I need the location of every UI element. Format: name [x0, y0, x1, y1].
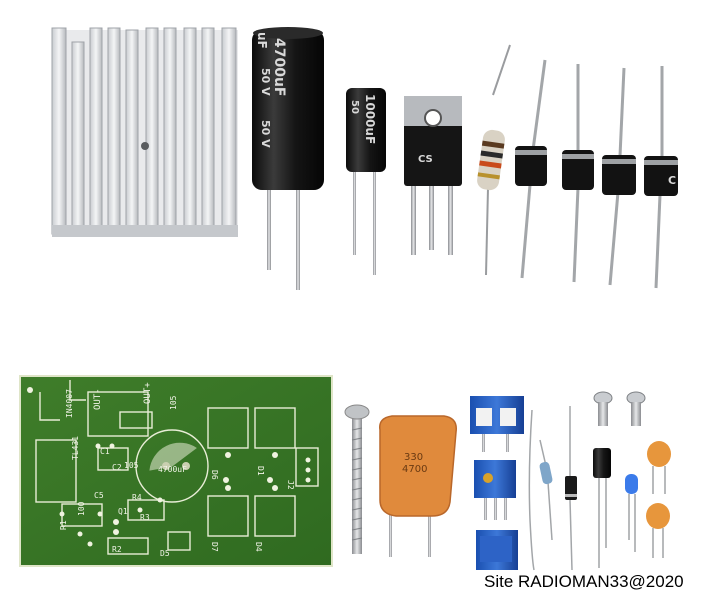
heatsink [51, 27, 238, 237]
varistor: 330 4700 [379, 415, 457, 557]
pcb-label-out: OUT- [93, 388, 103, 410]
pcb-label-d1: D1 [256, 466, 265, 476]
trimmer-potentiometer-2 [476, 530, 518, 570]
cap-medium-label: 1000uF [363, 94, 377, 144]
pcb-label-tl431: TL431 [71, 436, 80, 460]
pcb-label-c5: C5 [94, 491, 104, 500]
cap-large-voltage: 50 V [259, 68, 272, 96]
cap-large-label: 4700uF [271, 38, 287, 97]
small-capacitor [593, 448, 611, 568]
power-resistor [477, 44, 511, 276]
varistor-marking-2: 4700 [402, 464, 427, 475]
pcb-board: IN4007 OUT- OUT+ 105 4700uF D6 D1 D7 D4 … [19, 375, 333, 567]
cap-large-side-label: uF [255, 32, 269, 49]
mosfet-marking: CS [418, 154, 433, 165]
pcb-label-r4: R4 [132, 493, 142, 502]
wire-lead [528, 409, 535, 571]
terminal-block [470, 396, 524, 452]
watermark-text: Site RADIOMAN33@2020 [484, 572, 684, 591]
pcb-label-c1: C1 [100, 447, 110, 456]
long-screw [344, 404, 370, 554]
pcb-label-d5: D5 [160, 549, 170, 558]
pcb-label-q1: Q1 [118, 507, 128, 516]
pcb-label-105b: 105 [124, 461, 139, 470]
pcb-label-100: 100 [77, 501, 86, 516]
diode-marking: C [668, 174, 676, 187]
pcb-label-r3: R3 [140, 513, 150, 522]
cap-large-voltage-2: 50 V [259, 120, 272, 148]
pcb-label-r2: R2 [112, 545, 122, 554]
cap-medium-voltage: 50 [349, 100, 360, 114]
pcb-label-c2: C2 [112, 463, 122, 472]
small-screw-1 [593, 391, 613, 426]
pcb-label-d6: D6 [210, 470, 219, 480]
ceramic-capacitor-2 [646, 503, 670, 558]
small-resistor [539, 439, 553, 541]
pcb-label-d4: D4 [254, 542, 263, 552]
small-screw-2 [626, 391, 646, 426]
pcb-label-105: 105 [169, 395, 178, 410]
mosfet-transistor: CS [404, 96, 462, 255]
blue-led [625, 474, 638, 552]
diode-2 [562, 64, 594, 283]
capacitor-4700uf: 4700uF uF 50 V 50 V [252, 27, 324, 290]
pcb-label-4700: 4700uF [158, 465, 187, 474]
rectifier-diode-small [565, 406, 577, 571]
pcb-label-d7: D7 [210, 542, 219, 552]
pcb-label-j2: J2 [286, 480, 295, 490]
pcb-label-r1: R1 [59, 520, 68, 530]
trimmer-potentiometer-1 [474, 460, 516, 520]
capacitor-1000uf: 1000uF 50 [346, 88, 386, 275]
pcb-label-out-plus: OUT+ [143, 382, 153, 404]
diode-3 [602, 67, 636, 286]
ceramic-capacitor-1 [647, 441, 671, 494]
pcb-label-in4007: IN4007 [65, 389, 74, 418]
diode-4: C [644, 66, 678, 289]
varistor-marking-1: 330 [404, 452, 423, 463]
diode-1 [515, 59, 547, 279]
